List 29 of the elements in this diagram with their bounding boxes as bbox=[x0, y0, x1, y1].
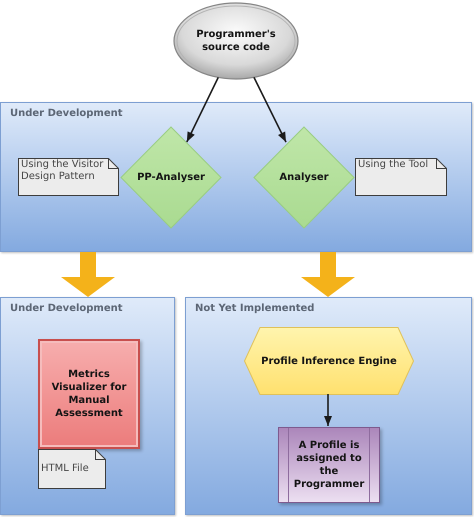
node-label: Metrics Visualizer for Manual Assessment bbox=[50, 368, 128, 420]
node-label: A Profile is assigned to the Programmer bbox=[292, 439, 366, 491]
block-arrow bbox=[61, 252, 115, 297]
node-label: Analyser bbox=[279, 171, 329, 184]
ellipse-node bbox=[173, 2, 299, 80]
node-label: Programmer's source code bbox=[195, 28, 277, 54]
decision-diamond bbox=[120, 126, 222, 229]
note-shape bbox=[355, 158, 447, 196]
group-panel bbox=[0, 102, 472, 252]
block-arrow bbox=[301, 252, 355, 297]
note-text: Using the Visitor Design Pattern bbox=[21, 159, 104, 182]
panel-title: Under Development bbox=[10, 107, 123, 120]
panel-title: Not Yet Implemented bbox=[195, 302, 314, 315]
note-text: HTML File bbox=[41, 463, 90, 475]
group-panel bbox=[0, 297, 175, 515]
node-label: Profile Inference Engine bbox=[261, 354, 397, 368]
note-shape bbox=[18, 158, 119, 196]
hexagon-node bbox=[244, 327, 414, 395]
arrow bbox=[253, 77, 287, 142]
node-label: PP-Analyser bbox=[137, 171, 205, 184]
note-text: Using the Tool bbox=[358, 159, 430, 170]
process-node bbox=[38, 339, 140, 449]
process-node bbox=[278, 427, 380, 503]
arrow bbox=[186, 77, 219, 142]
panel-title: Under Development bbox=[10, 302, 123, 315]
note-shape bbox=[38, 449, 106, 489]
decision-diamond bbox=[253, 126, 355, 229]
group-panel bbox=[185, 297, 472, 515]
arrow bbox=[324, 394, 332, 426]
